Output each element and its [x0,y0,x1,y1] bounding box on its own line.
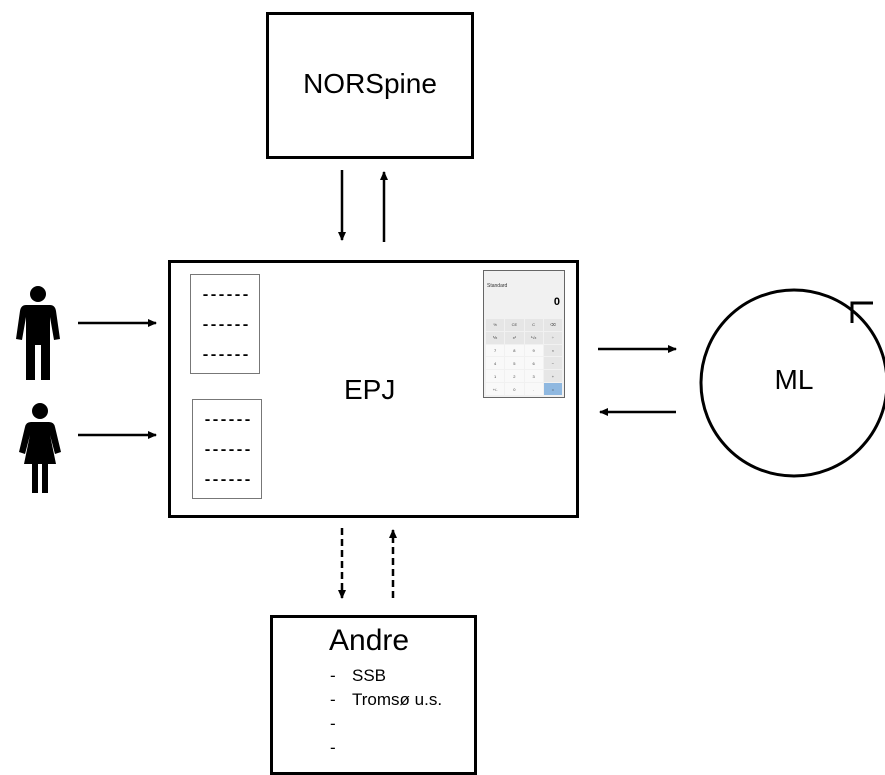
calculator-key: = [543,383,562,395]
ml-circle [699,288,885,478]
calculator-key: . [524,383,543,395]
calculator-key: 2 [505,370,524,383]
calculator-key: 8 [505,344,524,357]
calculator-key: 1 [486,370,505,383]
andre-label: Andre [329,624,410,657]
andre-list: -SSB -Tromsø u.s. - - [330,664,442,760]
norspine-label: NORSpine [303,68,437,99]
calculator-keypad: % CE C ⌫ ⅟x x² ²√x ÷ 7 8 9 × 4 5 6 − 1 2… [486,319,562,395]
document-2: ------ ------ ------ [192,399,262,499]
calculator-key: 9 [524,344,543,357]
calculator-key: CE [505,319,524,331]
calculator-key: − [543,357,562,370]
list-item: -SSB [330,666,387,685]
document-line: ------ [203,472,252,489]
list-item: - [330,738,336,757]
list-item: - [330,714,336,733]
refresh-cycle-icon [850,301,873,323]
calculator-key: 5 [505,357,524,370]
calculator-thumbnail: Standard 0 % CE C ⌫ ⅟x x² ²√x ÷ 7 8 9 × … [483,270,565,398]
calculator-key: ²√x [524,331,543,344]
female-person-icon [19,403,61,493]
calculator-key: ÷ [543,331,562,344]
calculator-key: ⌫ [543,319,562,331]
calculator-key: % [486,319,505,331]
document-1: ------ ------ ------ [190,274,260,374]
calculator-key: 6 [524,357,543,370]
calculator-key: +/- [486,383,505,395]
calculator-key: × [543,344,562,357]
male-person-icon [16,286,60,380]
document-line: ------ [203,442,252,459]
calculator-mode: Standard [487,283,508,289]
calculator-display: 0 [553,296,560,308]
calculator-key: C [524,319,543,331]
calculator-key: 0 [505,383,524,395]
calculator-key: 4 [486,357,505,370]
list-item: -Tromsø u.s. [330,690,443,709]
ml-label: ML [774,364,814,395]
document-line: ------ [201,347,250,364]
document-line: ------ [203,412,252,429]
list-item-text: Tromsø u.s. [352,690,443,709]
document-line: ------ [201,317,250,334]
calculator-key: x² [505,331,524,344]
document-line: ------ [201,287,250,304]
calculator-key: ⅟x [486,331,505,344]
calculator-key: + [543,370,562,383]
calculator-key: 7 [486,344,505,357]
calculator-key: 3 [524,370,543,383]
epj-label: EPJ [344,374,396,405]
norspine-box [266,12,474,159]
list-item-text: SSB [352,666,387,685]
